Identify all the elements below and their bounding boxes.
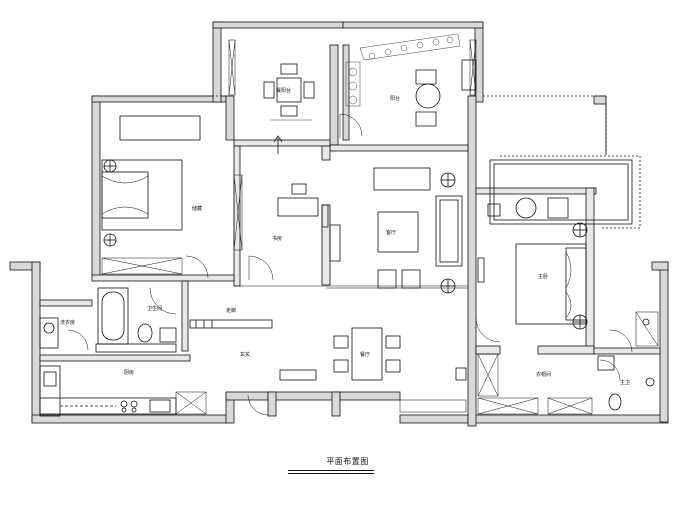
kitchen-counter <box>39 365 177 417</box>
bathroom-fixtures <box>95 287 177 353</box>
room-label-balcony: 阳台 <box>390 95 400 102</box>
balcony-boundary <box>100 95 641 229</box>
room-label-dining-balcony: 餐阳台 <box>276 87 291 94</box>
door-swings <box>67 113 633 416</box>
study-desk <box>277 183 329 228</box>
entry-arrow <box>273 135 283 154</box>
room-label-kitchen: 厨房 <box>124 369 134 376</box>
room-label-master: 主卧 <box>538 273 548 280</box>
room-label-bathroom: 卫生间 <box>147 305 162 312</box>
balcony-lounge-chairs <box>415 59 477 127</box>
room-label-cloakroom: 衣帽间 <box>536 371 551 378</box>
interior-walls <box>39 139 661 362</box>
room-label-corridor: 走廊 <box>226 307 236 314</box>
dining-table-set <box>333 327 467 381</box>
balcony-railing <box>489 104 633 225</box>
balcony-planter <box>345 33 461 107</box>
exterior-walls <box>9 21 669 427</box>
title-underline-1 <box>288 470 374 471</box>
living-room-sofa-set <box>326 167 468 294</box>
bedroom-left-furniture <box>101 115 201 247</box>
title-underline-2 <box>288 473 374 474</box>
room-label-storage: 储藏 <box>192 205 202 212</box>
dining-balcony-table <box>263 63 315 117</box>
corridor-storage <box>189 285 468 381</box>
laundry-fixtures <box>39 317 59 349</box>
master-bedroom-furniture <box>477 197 588 330</box>
window-panels <box>101 39 659 415</box>
room-label-washroom: 洗衣房 <box>60 319 75 326</box>
drawing-title: 平面布置图 <box>326 457 369 466</box>
room-label-master-bath: 主卫 <box>620 379 630 386</box>
room-label-dining: 餐厅 <box>360 351 370 358</box>
master-bath-fixtures <box>597 318 655 411</box>
room-label-entry: 玄关 <box>240 351 250 358</box>
room-label-living: 客厅 <box>386 229 396 236</box>
room-label-study: 书房 <box>272 235 282 242</box>
